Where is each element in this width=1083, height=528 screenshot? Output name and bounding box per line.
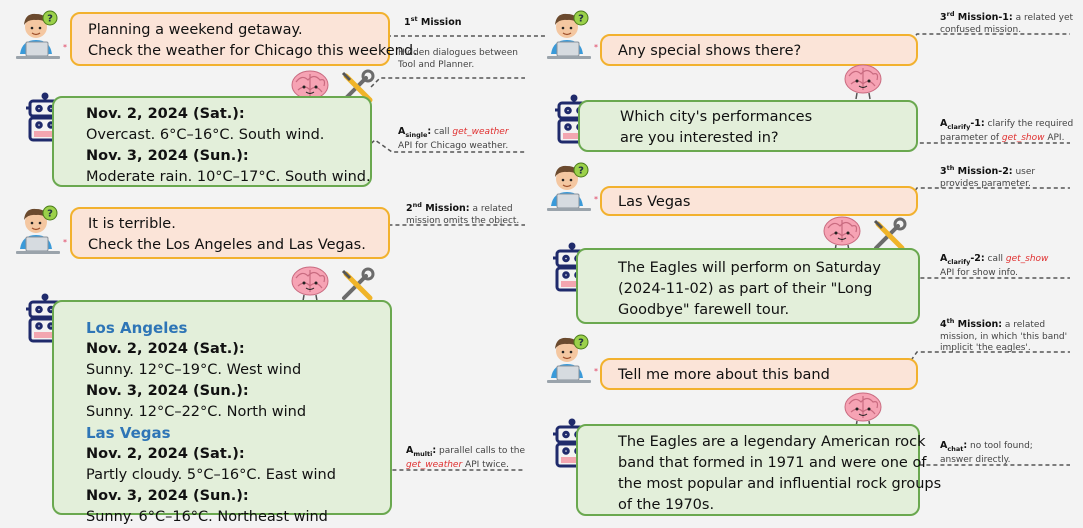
message-line: Nov. 2, 2024 (Sat.): [86,446,245,462]
message-line: band that formed in 1971 and were one of [618,455,927,471]
note-mission-2: 2nd Mission: a related mission omits the… [406,201,520,226]
message-line: It is terrible. [88,216,176,232]
wrench-screwdriver-tool-icon [340,268,376,304]
note-hidden-dialogues: Hidden dialogues between Tool and Planne… [398,48,518,70]
message-line: Moderate rain. 10°C–17°C. South wind. [86,169,371,185]
message-line: Nov. 2, 2024 (Sat.): [86,341,245,357]
note-a-multi: Amulti: parallel calls to the get_weathe… [406,445,526,471]
brain-planner-icon [844,64,882,100]
message-line: are you interested in? [620,130,779,146]
message-line: Nov. 3, 2024 (Sun.): [86,148,249,164]
message-line: The Eagles are a legendary American rock [618,434,926,450]
bot-clarify-question: Which city's performances are you intere… [578,100,918,152]
note-mission-1: 1st Mission [404,15,462,29]
message-line: Sunny. 6°C–16°C. Northeast wind [86,509,328,525]
message-line: Which city's performances [620,109,813,125]
message-line: Overcast. 6°C–16°C. South wind. [86,127,325,143]
bot-band-info: The Eagles are a legendary American rock… [576,424,942,516]
note-a-chat: Achat: no tool found; answer directly. [940,440,1033,466]
message-line: Sunny. 12°C–22°C. North wind [86,404,307,420]
bot-show-info: The Eagles will perform on Saturday (202… [576,248,920,324]
message-line: (2024-11-02) as part of their "Long [618,281,873,297]
user-message-3: Any special shows there? [600,34,918,66]
message-line: Goodbye" farewell tour. [618,302,790,318]
message-line: Check the Los Angeles and Las Vegas. [88,237,366,253]
message-line: Nov. 3, 2024 (Sun.): [86,383,249,399]
user-avatar-icon [15,10,68,60]
message-line: Tell me more about this band [618,367,830,383]
user-avatar-icon [15,205,68,255]
note-mission-3-1: 3rd Mission-1: a related yet confused mi… [940,10,1074,35]
note-a-single: Asingle: call get_weather API for Chicag… [398,126,509,152]
message-line: Nov. 2, 2024 (Sat.): [86,106,245,122]
brain-planner-icon [291,266,329,302]
note-a-clarify-1: Aclarify-1: clarify the required paramet… [940,118,1074,144]
message-line: of the 1970s. [618,497,715,513]
message-line: Any special shows there? [618,43,802,59]
user-avatar-icon [546,334,599,384]
user-message-4: Las Vegas [600,186,918,216]
message-line: The Eagles will perform on Saturday [618,260,882,276]
note-a-clarify-2: Aclarify-2: call get_show API for show i… [940,253,1049,279]
city-heading-los-angeles: Los Angeles [86,319,188,337]
user-avatar-icon [546,10,599,60]
message-line: Las Vegas [618,194,691,210]
bot-response-multi-city-weather: Los Angeles Nov. 2, 2024 (Sat.): Sunny. … [52,300,392,525]
user-message-2: It is terrible. Check the Los Angeles an… [70,207,390,259]
message-line: Partly cloudy. 5°C–16°C. East wind [86,467,336,483]
message-line: Planning a weekend getaway. [88,22,303,38]
note-mission-3-2: 3th Mission-2: user provides parameter. [940,164,1036,189]
note-mission-4: 4th Mission: a related mission, in which… [940,317,1068,354]
message-line: the most popular and influential rock gr… [618,476,942,492]
message-line: Nov. 3, 2024 (Sun.): [86,488,249,504]
message-line: Check the weather for Chicago this weeke… [88,43,418,59]
user-message-5: Tell me more about this band [600,358,918,390]
message-line: Sunny. 12°C–19°C. West wind [86,362,302,378]
bot-response-chicago-weather: Nov. 2, 2024 (Sat.): Overcast. 6°C–16°C.… [52,96,372,187]
city-heading-las-vegas: Las Vegas [86,424,171,442]
user-avatar-icon [546,162,599,212]
user-message-1: Planning a weekend getaway. Check the we… [70,12,418,66]
